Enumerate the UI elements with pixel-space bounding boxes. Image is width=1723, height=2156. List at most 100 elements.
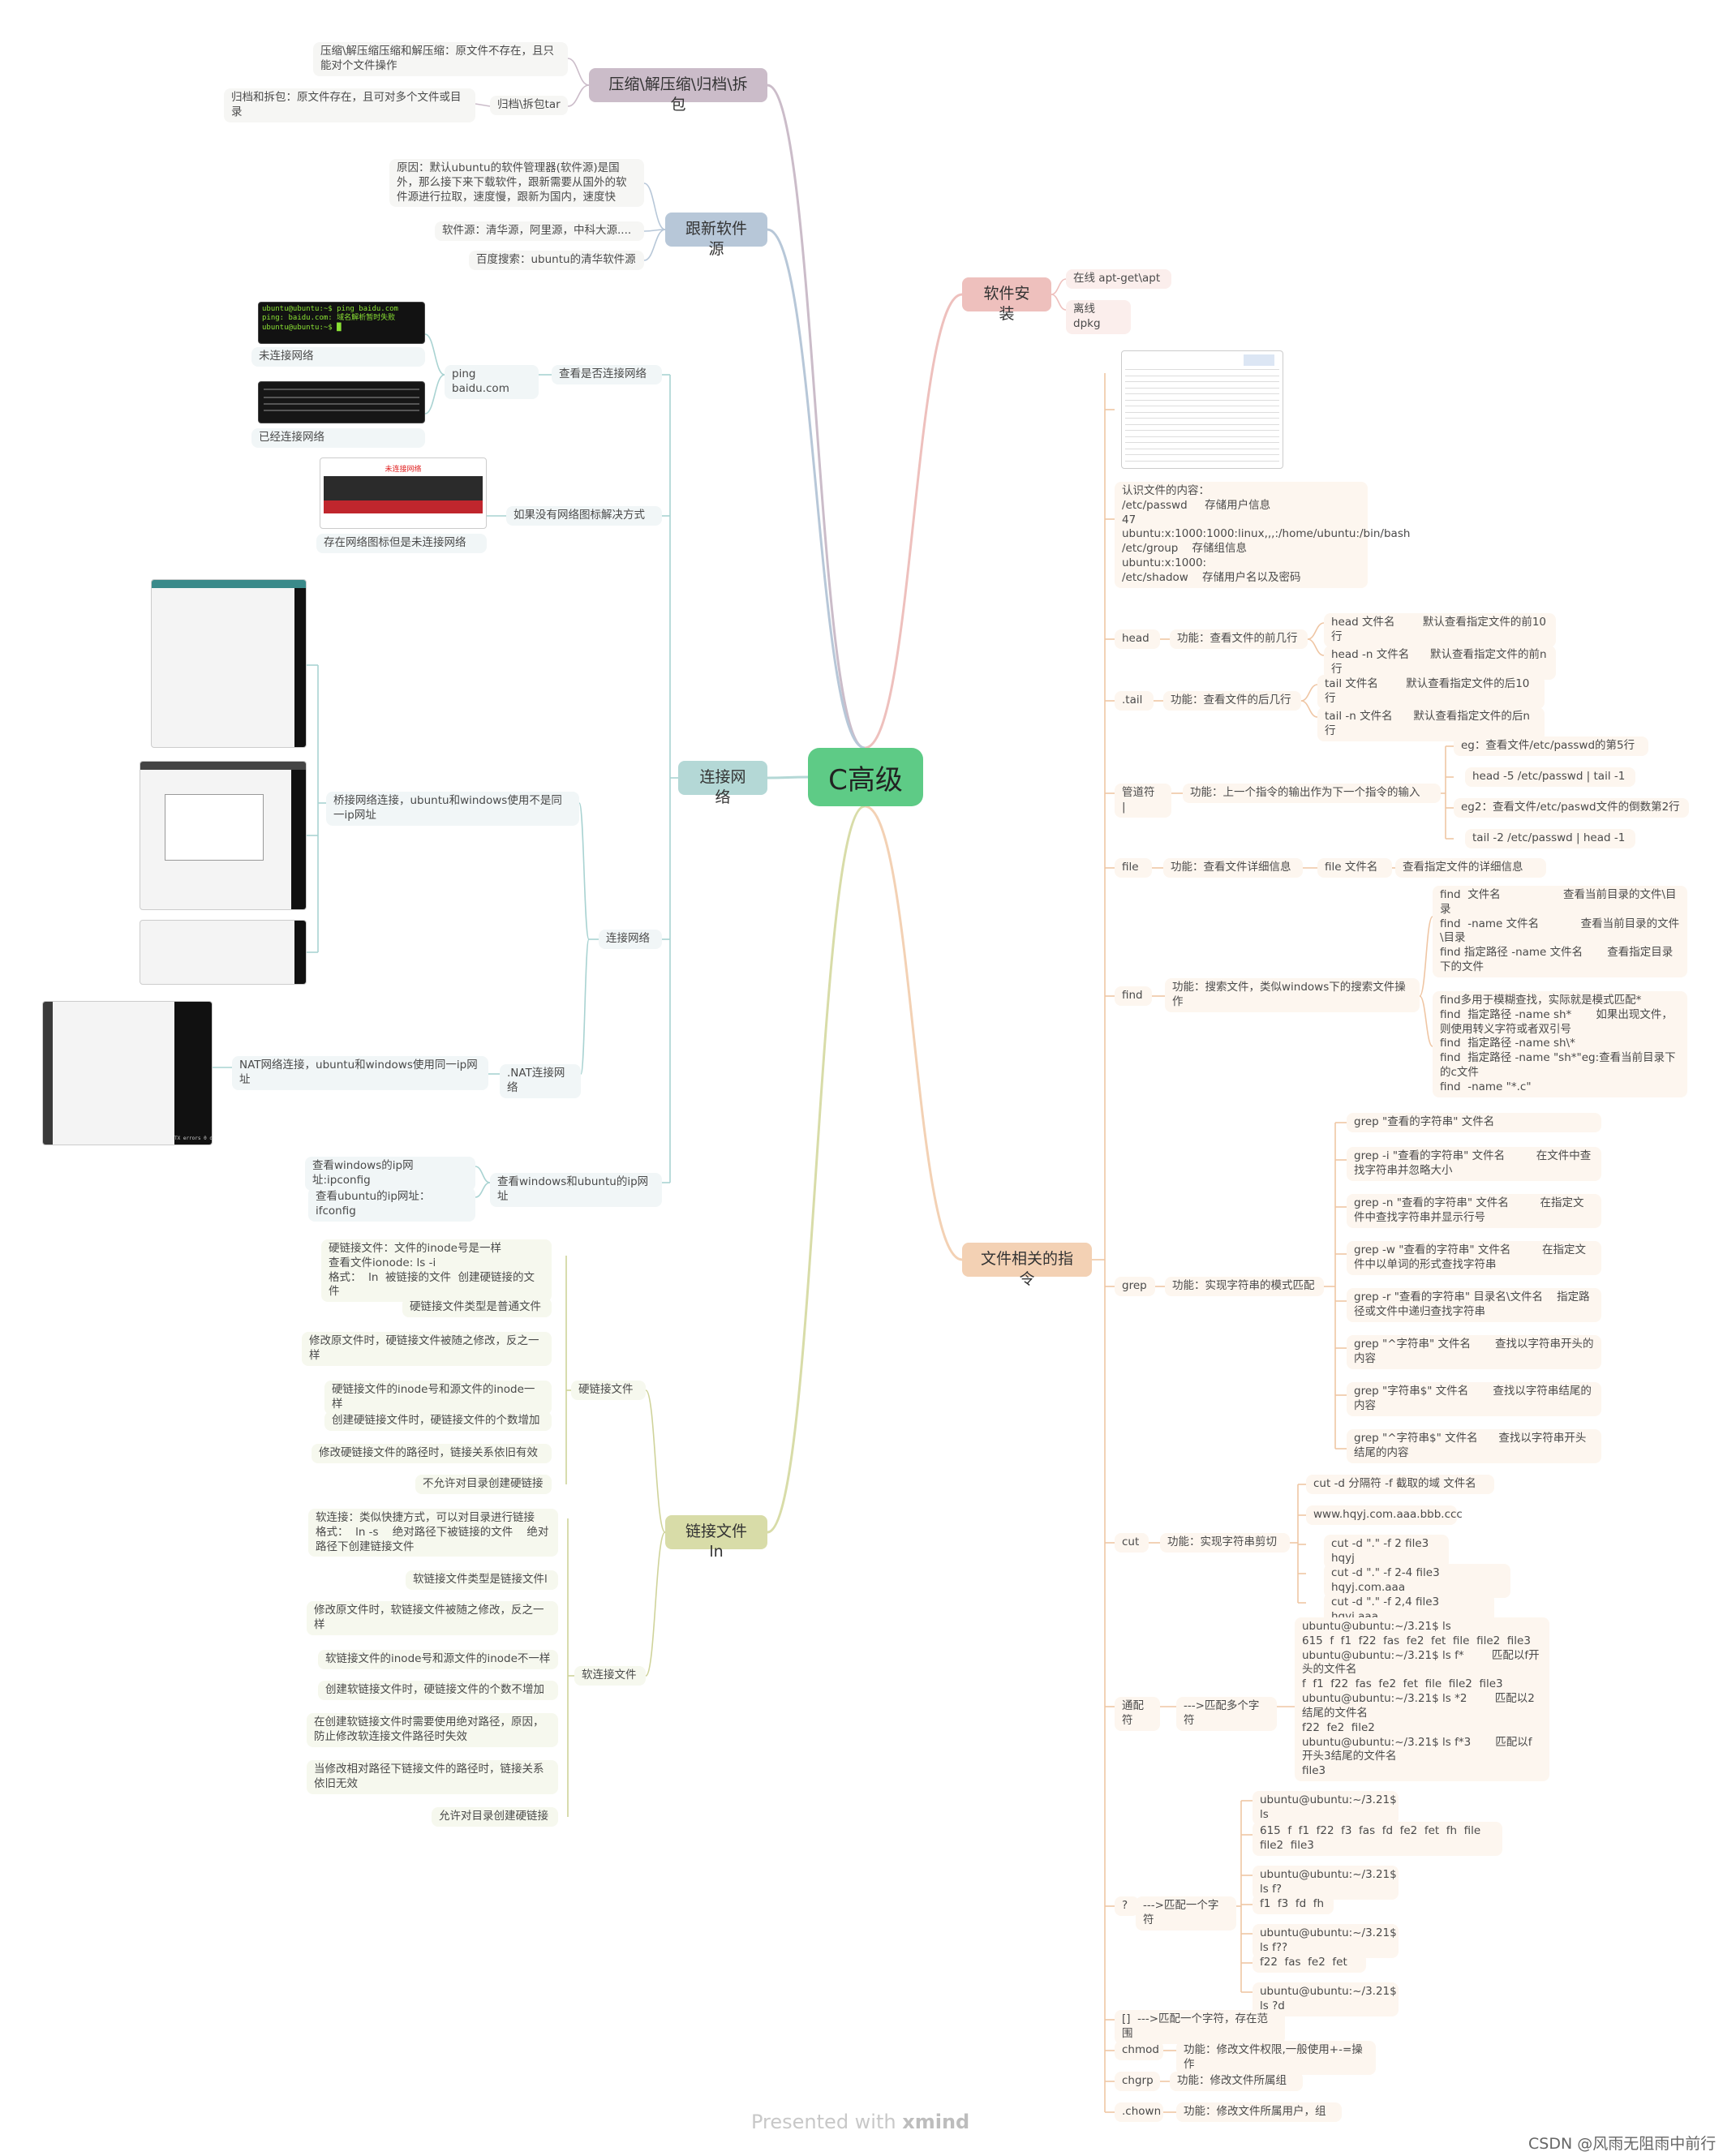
leaf-q-1: ubuntu@ubuntu:~/3.21$ ls xyxy=(1253,1791,1399,1825)
connector xyxy=(1300,684,1318,702)
connector xyxy=(567,58,590,86)
leaf-hard-4: 硬链接文件的inode号和源文件的inode一样 xyxy=(324,1381,552,1415)
connector xyxy=(424,333,445,376)
leaf-find-1: find 文件名 查看当前目录的文件\目录 find -name 文件名 查看当… xyxy=(1433,886,1687,977)
link-install xyxy=(864,293,963,749)
screenshot-nat: TX errors 0 dropped xyxy=(42,1001,213,1145)
func-pipe: 功能：上一个指令的输出作为下一个指令的输入 xyxy=(1183,784,1441,803)
leaf-grep-4: grep -w "查看的字符串" 文件名 在指定文件中以单词的形式查找字符串 xyxy=(1347,1241,1601,1275)
leaf-q-5: ubuntu@ubuntu:~/3.21$ ls f?? xyxy=(1253,1924,1399,1958)
leaf-q-3: ubuntu@ubuntu:~/3.21$ ls f? xyxy=(1253,1866,1399,1900)
connector xyxy=(475,103,491,107)
leaf-hard-2: 硬链接文件类型是普通文件 xyxy=(402,1298,552,1317)
func-chown: 功能：修改文件所属用户，组 xyxy=(1176,2102,1342,2122)
leaf-install-offline: 离线 dpkg xyxy=(1066,300,1131,334)
leaf-grep-7: grep "字符串$" 文件名 查找以字符串结尾的内容 xyxy=(1347,1382,1601,1416)
node-chgrp: chgrp xyxy=(1115,2072,1160,2091)
leaf-soft-8: 允许对目录创建硬链接 xyxy=(432,1807,558,1827)
leaf-icon-caption: 存在网络图标但是未连接网络 xyxy=(316,534,487,553)
leaf-cut-3: cut -d "." -f 2 file3 hqyj xyxy=(1324,1535,1449,1569)
connector xyxy=(1307,622,1325,640)
node-file: file xyxy=(1115,858,1152,878)
node-tail: .tail xyxy=(1115,691,1154,711)
leaf-source-2: 软件源：清华源，阿里源，中科大源.... xyxy=(435,221,644,241)
leaf-hard-5: 创建硬链接文件时，硬链接文件的个数增加 xyxy=(324,1411,552,1431)
connector xyxy=(1307,638,1325,656)
connector xyxy=(1419,995,1433,1047)
leaf-grep-5: grep -r "查看的字符串" 目录名\文件名 指定路径或文件中递归查找字符串 xyxy=(1347,1288,1601,1322)
leaf-grep-8: grep "^字符串$" 文件名 查找以字符串开头结尾的内容 xyxy=(1347,1429,1601,1463)
connector xyxy=(1051,278,1067,295)
presented-text: Presented with xyxy=(751,2111,903,2133)
leaf-head-2: head -n 文件名 默认查看指定文件的前n行 xyxy=(1324,646,1556,680)
leaf-connected: 已经连接网络 xyxy=(251,428,425,448)
leaf-soft-3: 修改原文件时，软链接文件被随之修改，反之一样 xyxy=(307,1601,558,1635)
node-tar: 归档\拆包tar xyxy=(490,96,568,115)
leaf-grep-3: grep -n "查看的字符串" 文件名 在指定文件中查找字符串并显示行号 xyxy=(1347,1194,1601,1228)
branch-compress[interactable]: 压缩\解压缩\归档\拆包 xyxy=(589,68,767,114)
leaf-q-6: f22 fas fe2 fet xyxy=(1253,1953,1366,1973)
node-question: ? xyxy=(1115,1896,1139,1916)
branch-links[interactable]: 链接文件ln xyxy=(665,1515,767,1561)
func-tail: 功能：查看文件的后几行 xyxy=(1163,691,1301,711)
branch-source[interactable]: 跟新软件源 xyxy=(665,213,767,258)
screenshot-bridge-3 xyxy=(140,920,307,985)
leaf-cut-4: cut -d "." -f 2-4 file3 hqyj.com.aaa xyxy=(1324,1564,1510,1598)
node-connect: 连接网络 xyxy=(599,930,662,949)
leaf-q-2: 615 f f1 f22 f3 fas fd fe2 fet fh file f… xyxy=(1253,1822,1502,1856)
central-topic[interactable]: C高级 xyxy=(808,748,923,806)
node-wildcard: 通配符 xyxy=(1115,1697,1160,1731)
link-files xyxy=(864,805,963,1261)
link-compress xyxy=(767,84,866,749)
terminal-screenshot-1: ubuntu@ubuntu:~$ ping baidu.com ping: ba… xyxy=(258,302,425,344)
connector xyxy=(1051,294,1067,311)
terminal-text-nat: TX errors 0 dropped xyxy=(174,1136,212,1141)
connector xyxy=(645,1389,666,1533)
branch-network[interactable]: 连接网络 xyxy=(678,761,767,806)
leaf-soft-6: 在创建软链接文件时需要使用绝对路径，原因，防止修改软连接文件路径时失效 xyxy=(307,1713,558,1747)
node-ping: ping baidu.com xyxy=(445,365,539,399)
leaf-soft-7: 当修改相对路径下链接文件的路径时，链接关系依旧无效 xyxy=(307,1760,558,1794)
branch-install[interactable]: 软件安装 xyxy=(962,277,1051,323)
leaf-tail-1: tail 文件名 默认查看指定文件的后10行 xyxy=(1317,675,1545,709)
terminal-text-1: ubuntu@ubuntu:~$ ping baidu.com ping: ba… xyxy=(262,305,398,332)
leaf-soft-1: 软连接：类似快捷方式，可以对目录进行链接 格式： ln -s 绝对路径下被链接的… xyxy=(308,1509,558,1557)
leaf-not-connected: 未连接网络 xyxy=(251,347,425,367)
screenshot-bridge-1 xyxy=(151,579,307,748)
leaf-grep-1: grep "查看的字符串" 文件名 xyxy=(1347,1113,1601,1132)
leaf-hard-7: 不允许对目录创建硬链接 xyxy=(415,1475,552,1494)
func-cut: 功能：实现字符串剪切 xyxy=(1160,1533,1290,1553)
leaf-nat: NAT网络连接，ubuntu和windows使用同一ip网址 xyxy=(232,1056,488,1090)
func-find: 功能：搜索文件，类似windows下的搜索文件操作 xyxy=(1165,978,1420,1012)
func-wildcard: --->匹配多个字符 xyxy=(1176,1697,1277,1731)
connector xyxy=(475,1166,491,1183)
red-label: 未连接网络 xyxy=(385,466,422,474)
leaf-grep-6: grep "^字符串" 文件名 查找以字符串开头的内容 xyxy=(1347,1335,1601,1369)
terminal-screenshot-2 xyxy=(258,381,425,423)
leaf-cut-1: cut -d 分隔符 -f 截取的域 文件名 xyxy=(1306,1475,1494,1494)
leaf-hard-6: 修改硬链接文件的路径时，链接关系依旧有效 xyxy=(312,1444,552,1463)
leaf-soft-5: 创建软链接文件时，硬链接文件的个数不增加 xyxy=(318,1681,558,1700)
leaf-q-4: f1 f3 fd fh xyxy=(1253,1895,1334,1914)
leaf-pipe-1: eg：查看文件/etc/passwd的第5行 xyxy=(1454,737,1648,756)
node-pipe: 管道符 | xyxy=(1115,784,1171,818)
leaf-tail-2: tail -n 文件名 默认查看指定文件的后n行 xyxy=(1317,707,1545,741)
node-check-network: 查看是否连接网络 xyxy=(552,365,662,384)
node-cut: cut xyxy=(1115,1533,1149,1553)
xmind-logo: xmind xyxy=(902,2111,970,2133)
func-grep: 功能：实现字符串的模式匹配 xyxy=(1165,1277,1324,1296)
node-chown: .chown xyxy=(1115,2102,1163,2122)
screenshot-network-icon: 未连接网络 xyxy=(320,457,487,529)
leaf-soft-2: 软链接文件类型是链接文件l xyxy=(406,1570,558,1590)
func-file: 功能：查看文件详细信息 xyxy=(1163,858,1303,878)
leaf-pipe-3: eg2：查看文件/etc/paswd文件的倒数第2行 xyxy=(1454,798,1689,818)
node-head: head xyxy=(1115,629,1160,649)
leaf-cut-2: www.hqyj.com.aaa.bbb.ccc xyxy=(1306,1505,1463,1525)
node-grep: grep xyxy=(1115,1277,1155,1296)
node-soft-link: 软连接文件 xyxy=(574,1666,646,1686)
branch-files[interactable]: 文件相关的指令 xyxy=(962,1243,1092,1288)
connector xyxy=(1300,700,1318,718)
connector xyxy=(643,183,666,230)
